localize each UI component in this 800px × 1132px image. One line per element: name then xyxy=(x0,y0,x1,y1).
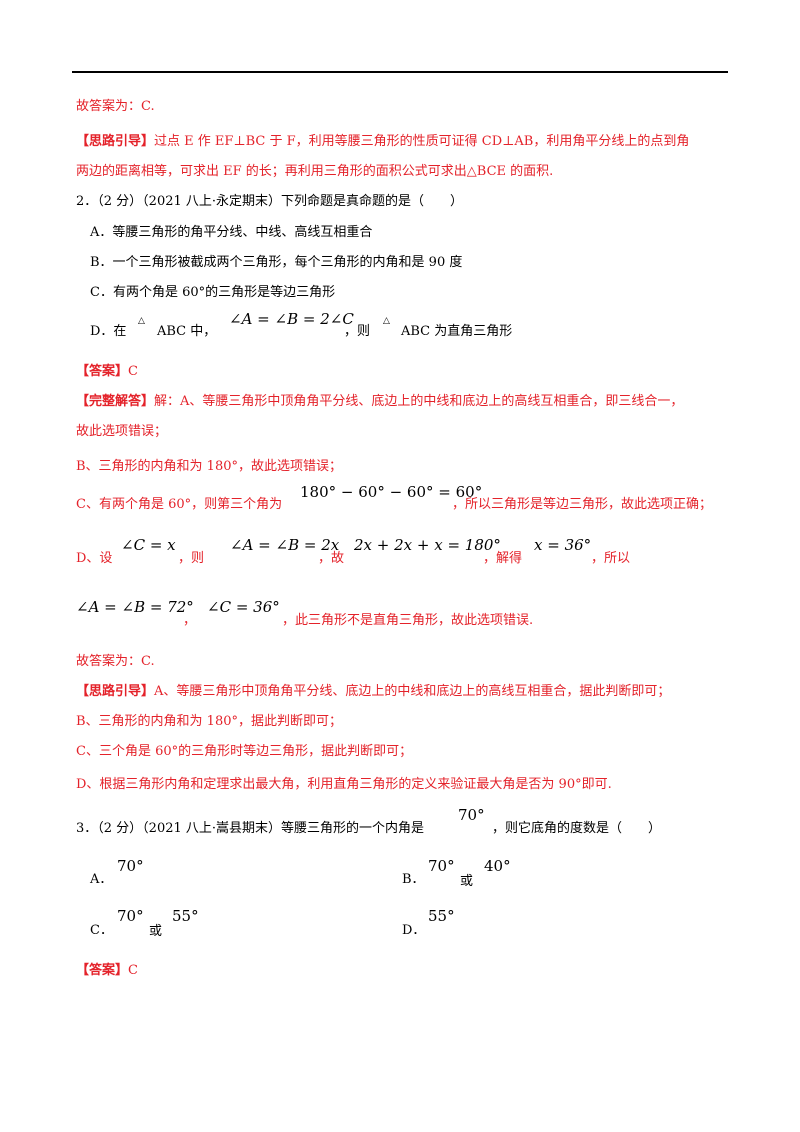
q2-option-d-math: ∠A = ∠B = 2∠C xyxy=(229,310,354,328)
q2-solution-c-post: ，所以三角形是等边三角形，故此选项正确； xyxy=(452,497,713,512)
q2-option-d-abc: ABC 中， xyxy=(157,324,217,339)
q2-solution-d-t3: ，解得 xyxy=(483,551,523,566)
q3-option-b-or: 或 xyxy=(460,874,474,889)
q2-solution-e-m2: ∠C = 36° xyxy=(207,598,280,616)
q3-option-c-v1: 70° xyxy=(117,907,144,925)
q3-option-c-label: C． xyxy=(90,923,113,938)
q3-option-c-v2: 55° xyxy=(172,907,199,925)
q2-option-a: A．等腰三角形的角平分线、中线、高线互相重合 xyxy=(90,225,373,240)
q2-option-d-mid: ，则 xyxy=(344,324,371,339)
q2-solution-d-pre: D、设 xyxy=(76,551,113,566)
q2-option-d-pre: D．在 xyxy=(90,324,127,339)
q2-solution-d-m2: ∠A = ∠B = 2x xyxy=(230,536,340,554)
q3-option-a-value: 70° xyxy=(117,857,144,875)
q3-option-a-label: A． xyxy=(90,872,113,887)
q2-hint-label: 【思路引导】 xyxy=(76,684,155,699)
q2-solution-d-t2: ，故 xyxy=(318,551,345,566)
q2-solution-d-t4: ，所以 xyxy=(591,551,631,566)
q2-option-b: B．一个三角形被截成两个三角形，每个三角形的内角和是 90 度 xyxy=(90,255,463,270)
q2-answer-label: 【答案】 xyxy=(76,364,129,379)
q1-hint-label: 【思路引导】 xyxy=(76,134,155,149)
q2-option-c: C．有两个角是 60°的三角形是等边三角形 xyxy=(90,285,336,300)
q2-solution-c-math: 180° − 60° − 60° = 60° xyxy=(300,483,483,501)
q1-hint-line1: 【思路引导】过点 E 作 EF⊥BC 于 F，利用等腰三角形的性质可证得 CD⊥… xyxy=(76,133,689,151)
q3-answer-label: 【答案】 xyxy=(76,963,129,978)
q3-option-d-label: D． xyxy=(402,923,426,938)
q2-solution-e-t2: ，此三角形不是直角三角形，故此选项错误. xyxy=(282,613,534,628)
q2-solution-line2: 故此选项错误； xyxy=(76,424,168,439)
q2-stem: 2．（2 分）（2021 八上·永定期末）下列命题是真命题的是（ ） xyxy=(76,194,464,209)
q2-solution-b: B、三角形的内角和为 180°，故此选项错误； xyxy=(76,459,342,474)
q2-solution-e-t1: ， xyxy=(183,613,197,628)
q2-option-d-post: ABC 为直角三角形 xyxy=(401,324,513,339)
q3-option-b-v2: 40° xyxy=(484,857,511,875)
q2-solution-label: 【完整解答】 xyxy=(76,394,155,409)
q2-solution-line1: 【完整解答】解：A、等腰三角形中顶角角平分线、底边上的中线和底边上的高线互相重合… xyxy=(76,393,683,411)
q3-option-c-or: 或 xyxy=(149,924,163,939)
q3-stem-post: ，则它底角的度数是（ ） xyxy=(492,821,662,836)
q2-solution-d-t1: ，则 xyxy=(178,551,205,566)
q3-stem-pre: 3．（2 分）（2021 八上·嵩县期末）等腰三角形的一个内角是 xyxy=(76,821,425,836)
q3-option-b-v1: 70° xyxy=(428,857,455,875)
q1-answer-line: 故答案为：C. xyxy=(76,99,155,114)
q3-answer-line: 【答案】C xyxy=(76,962,138,980)
q3-stem-math: 70° xyxy=(458,806,485,824)
q2-hint-d: D、根据三角形内角和定理求出最大角，利用直角三角形的定义来验证最大角是否为 90… xyxy=(76,777,612,792)
q2-hint-c: C、三个角是 60°的三角形时等边三角形，据此判断即可； xyxy=(76,744,413,759)
q3-option-b-label: B． xyxy=(402,872,425,887)
q2-solution-e-m1: ∠A = ∠B = 72° xyxy=(76,598,194,616)
q2-solution-d-m4: x = 36° xyxy=(534,536,592,554)
q2-answer-line: 【答案】C xyxy=(76,363,138,381)
q2-final-answer: 故答案为：C. xyxy=(76,654,155,669)
q2-solution-c-pre: C、有两个角是 60°，则第三个角为 xyxy=(76,497,283,512)
q3-answer-value: C xyxy=(128,963,138,978)
q1-hint-line2: 两边的距离相等，可求出 EF 的长；再利用三角形的面积公式可求出△BCE 的面积… xyxy=(76,164,554,179)
q2-solution-d-m3: 2x + 2x + x = 180° xyxy=(354,536,501,554)
q1-hint-text1: 过点 E 作 EF⊥BC 于 F，利用等腰三角形的性质可证得 CD⊥AB，利用角… xyxy=(154,134,690,149)
header-rule xyxy=(72,71,728,73)
q3-option-d-value: 55° xyxy=(428,907,455,925)
q2-hint-a: A、等腰三角形中顶角角平分线、底边上的中线和底边上的高线互相重合，据此判断即可； xyxy=(154,684,671,699)
triangle-icon: △ xyxy=(138,316,145,326)
q2-answer-value: C xyxy=(128,364,138,379)
q2-hint-a-line: 【思路引导】A、等腰三角形中顶角角平分线、底边上的中线和底边上的高线互相重合，据… xyxy=(76,683,670,701)
q2-hint-b: B、三角形的内角和为 180°，据此判断即可； xyxy=(76,714,342,729)
q2-solution-d-m1: ∠C = x xyxy=(121,536,176,554)
q2-solution-text1: 解：A、等腰三角形中顶角角平分线、底边上的中线和底边上的高线互相重合，即三线合一… xyxy=(154,394,684,409)
triangle-icon: △ xyxy=(383,316,390,326)
